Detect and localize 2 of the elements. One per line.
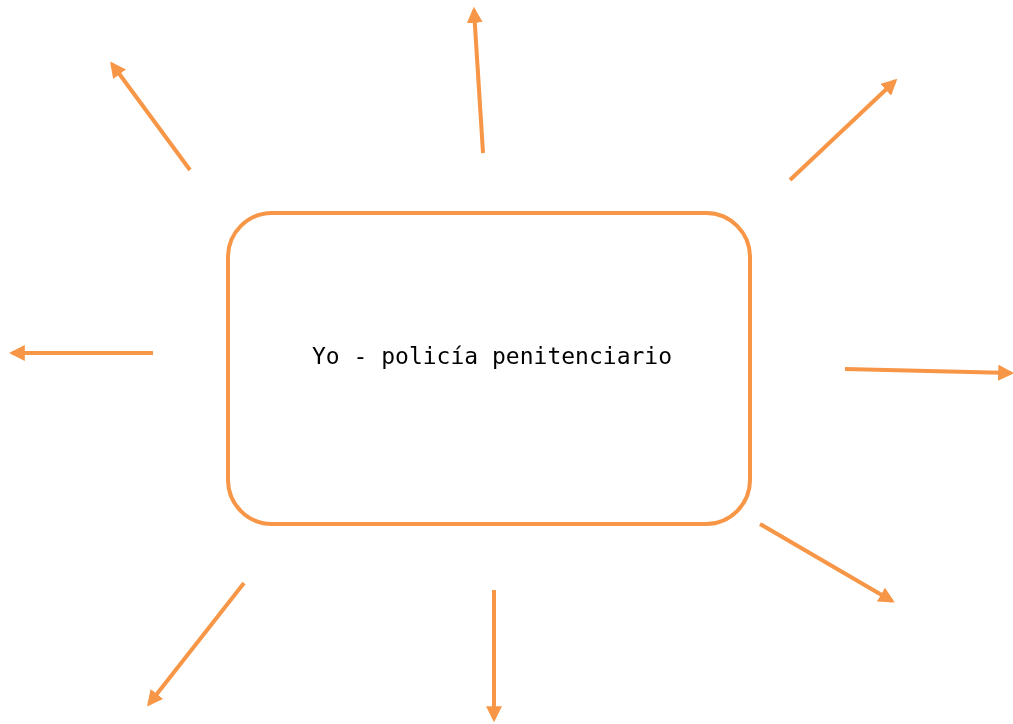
node-label: Yo - policía penitenciario — [312, 343, 673, 369]
rounded-box — [226, 211, 752, 526]
